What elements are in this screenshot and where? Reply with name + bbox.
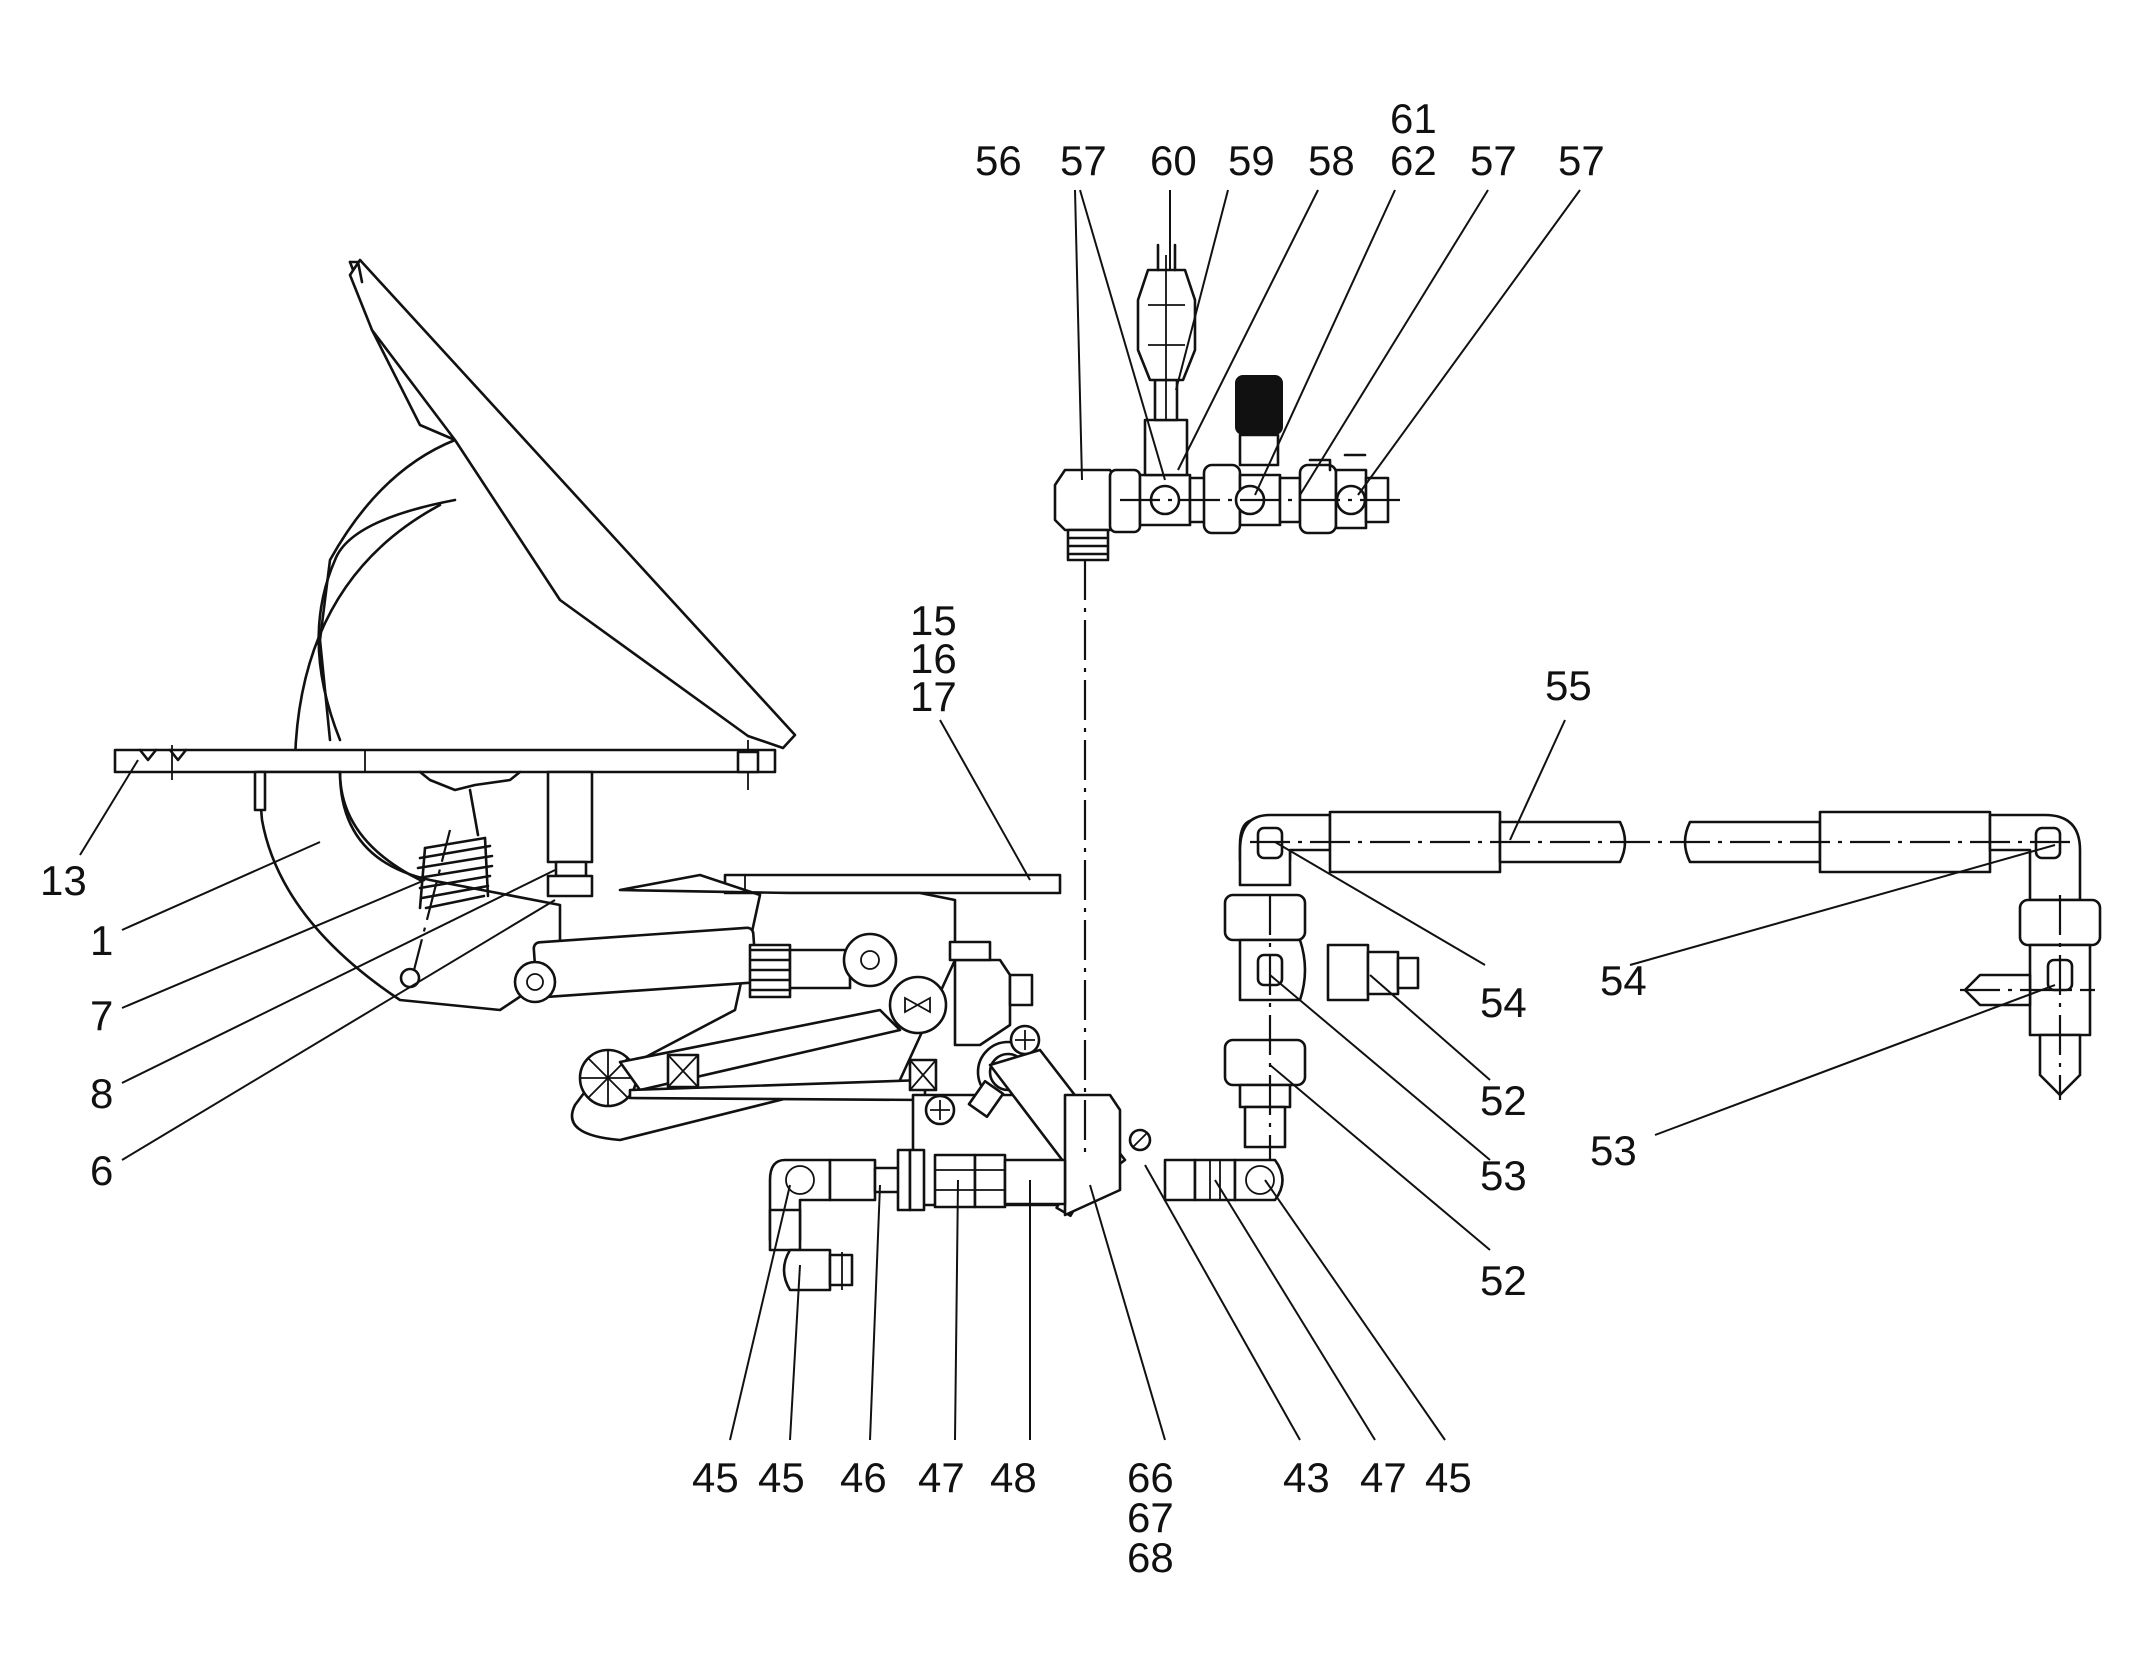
label-53-a: 53	[1480, 1152, 1527, 1199]
label-7: 7	[90, 992, 113, 1039]
leader-lines	[79, 189, 2056, 1441]
label-6: 6	[90, 1147, 113, 1194]
spring	[416, 788, 494, 910]
label-43: 43	[1283, 1454, 1330, 1501]
label-61: 61	[1390, 95, 1437, 142]
label-58: 58	[1308, 137, 1355, 184]
label-45-c: 45	[1425, 1454, 1472, 1501]
label-57-c: 57	[1558, 137, 1605, 184]
label-62: 62	[1390, 137, 1437, 184]
label-57-a: 57	[1060, 137, 1107, 184]
label-60: 60	[1150, 137, 1197, 184]
label-15: 15	[910, 597, 957, 644]
label-52-a: 52	[1480, 1077, 1527, 1124]
top-assembly	[1053, 243, 1400, 1160]
label-46: 46	[840, 1454, 887, 1501]
label-8: 8	[90, 1070, 113, 1117]
label-16: 16	[910, 635, 957, 682]
label-45-b: 45	[758, 1454, 805, 1501]
label-59: 59	[1228, 137, 1275, 184]
dark-knob	[1235, 375, 1283, 435]
label-66: 66	[1127, 1454, 1174, 1501]
part-labels: 13 1 7 8 6 15 16 17 56 57 60 59 58 61 62…	[40, 95, 1647, 1581]
label-47-a: 47	[918, 1454, 965, 1501]
bottom-piping	[768, 1148, 1284, 1292]
label-47-b: 47	[1360, 1454, 1407, 1501]
label-48: 48	[990, 1454, 1037, 1501]
label-54-a: 54	[1480, 979, 1527, 1026]
label-56: 56	[975, 137, 1022, 184]
label-54-b: 54	[1600, 957, 1647, 1004]
pedal-assembly	[113, 258, 797, 1012]
label-45-a: 45	[692, 1454, 739, 1501]
label-55: 55	[1545, 662, 1592, 709]
linkage-assembly	[513, 873, 1152, 1218]
label-52-b: 52	[1480, 1257, 1527, 1304]
label-67: 67	[1127, 1494, 1174, 1541]
hose-assembly	[1223, 810, 2102, 1160]
label-1: 1	[90, 917, 113, 964]
label-13: 13	[40, 857, 87, 904]
label-53-b: 53	[1590, 1127, 1637, 1174]
label-57-b: 57	[1470, 137, 1517, 184]
label-17: 17	[910, 673, 957, 720]
label-68: 68	[1127, 1534, 1174, 1581]
